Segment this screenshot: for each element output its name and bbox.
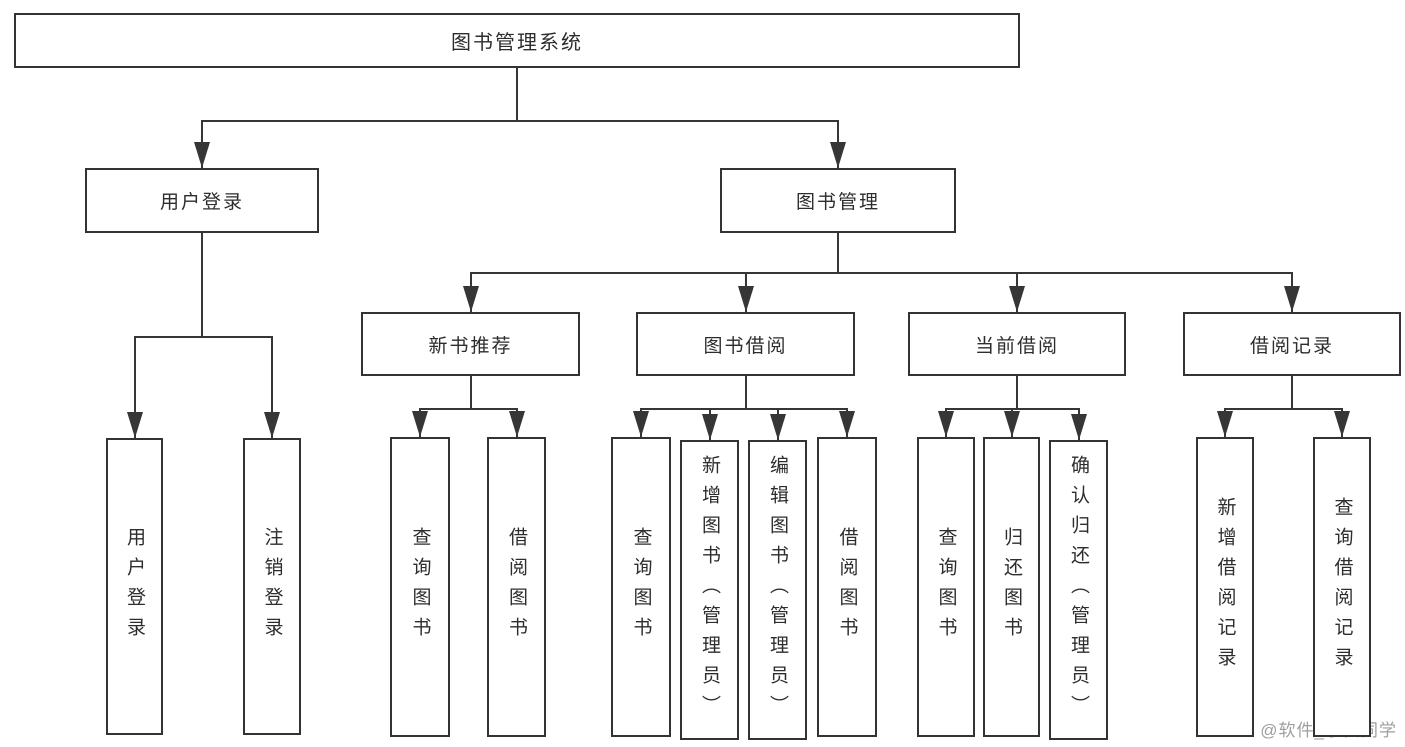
arrowhead-down-icon: [1070, 414, 1087, 440]
node-label-book-mgmt: 图书管理: [795, 192, 880, 213]
connector-stem: [469, 376, 472, 408]
arrowhead-down-icon: [737, 286, 754, 312]
connector-bus: [419, 408, 518, 410]
node-label-nr-borrow: 借阅图书: [506, 527, 527, 647]
node-label-rc-query: 查询借阅记录: [1331, 497, 1353, 677]
node-label-login: 用户登录: [124, 526, 145, 647]
arrowhead-down-icon: [194, 142, 210, 168]
node-new-rec: 新书推荐: [361, 312, 580, 376]
node-label-rc-add: 新增借阅记录: [1214, 497, 1236, 677]
connector-bus: [201, 120, 839, 122]
node-label-borrow: 图书借阅: [703, 335, 788, 357]
node-label-bw-add: 新增图书（管理员）: [699, 455, 720, 725]
node-bw-add: 新增图书（管理员）: [680, 440, 739, 740]
node-label-root: 图书管理系统: [451, 32, 583, 54]
node-label-bw-edit: 编辑图书（管理员）: [767, 455, 788, 725]
node-label-cu-confirm: 确认归还（管理员）: [1068, 455, 1089, 725]
connector-bus: [1224, 408, 1343, 410]
arrowhead-down-icon: [1284, 286, 1300, 312]
arrowhead-down-icon: [126, 412, 143, 438]
node-user-login: 用户登录: [85, 168, 319, 233]
node-bw-query: 查询图书: [611, 437, 671, 737]
connector-stem: [516, 68, 518, 120]
node-rc-add: 新增借阅记录: [1196, 437, 1254, 737]
arrowhead-down-icon: [830, 142, 846, 168]
arrowhead-down-icon: [508, 411, 525, 437]
node-bw-borrow: 借阅图书: [817, 437, 877, 737]
node-label-logout: 注销登录: [261, 526, 283, 647]
node-current: 当前借阅: [908, 312, 1126, 376]
node-bw-edit: 编辑图书（管理员）: [748, 440, 807, 740]
node-root: 图书管理系统: [14, 13, 1020, 68]
connector-stem: [201, 233, 203, 336]
node-label-new-rec: 新书推荐: [428, 335, 513, 357]
connector-drop: [271, 336, 273, 438]
node-cu-query: 查询图书: [917, 437, 975, 737]
node-label-cu-query: 查询图书: [935, 527, 957, 647]
connector-bus: [640, 408, 848, 410]
arrowhead-down-icon: [1003, 411, 1020, 437]
arrowhead-down-icon: [1334, 411, 1350, 437]
node-rc-query: 查询借阅记录: [1313, 437, 1371, 737]
arrowhead-down-icon: [412, 411, 428, 437]
node-records: 借阅记录: [1183, 312, 1401, 376]
node-label-nr-query: 查询图书: [409, 527, 431, 647]
node-logout: 注销登录: [243, 438, 301, 735]
connector-drop: [133, 336, 136, 438]
arrowhead-down-icon: [938, 411, 954, 437]
node-borrow: 图书借阅: [636, 312, 855, 376]
arrowhead-down-icon: [264, 412, 280, 438]
node-cu-confirm: 确认归还（管理员）: [1049, 440, 1108, 740]
node-label-current: 当前借阅: [974, 335, 1059, 357]
connector-bus: [469, 272, 1293, 274]
node-nr-query: 查询图书: [390, 437, 450, 737]
node-login: 用户登录: [106, 438, 163, 735]
connector-bus: [133, 336, 273, 338]
connector-stem: [744, 376, 747, 408]
arrowhead-down-icon: [839, 411, 855, 437]
arrowhead-down-icon: [701, 414, 718, 440]
node-label-cu-return: 归还图书: [1001, 527, 1022, 647]
node-cu-return: 归还图书: [983, 437, 1040, 737]
node-label-user-login: 用户登录: [159, 192, 244, 213]
arrowhead-down-icon: [633, 411, 649, 437]
node-label-bw-borrow: 借阅图书: [836, 527, 858, 647]
node-label-bw-query: 查询图书: [630, 527, 652, 647]
node-book-mgmt: 图书管理: [720, 168, 956, 233]
node-label-records: 借阅记录: [1249, 335, 1334, 357]
arrowhead-down-icon: [1217, 411, 1233, 437]
connector-stem: [837, 233, 839, 272]
connector-stem: [1016, 376, 1018, 408]
connector-stem: [1291, 376, 1293, 408]
arrowhead-down-icon: [1009, 286, 1025, 312]
arrowhead-down-icon: [462, 286, 479, 312]
arrowhead-down-icon: [769, 414, 786, 440]
node-nr-borrow: 借阅图书: [487, 437, 546, 737]
